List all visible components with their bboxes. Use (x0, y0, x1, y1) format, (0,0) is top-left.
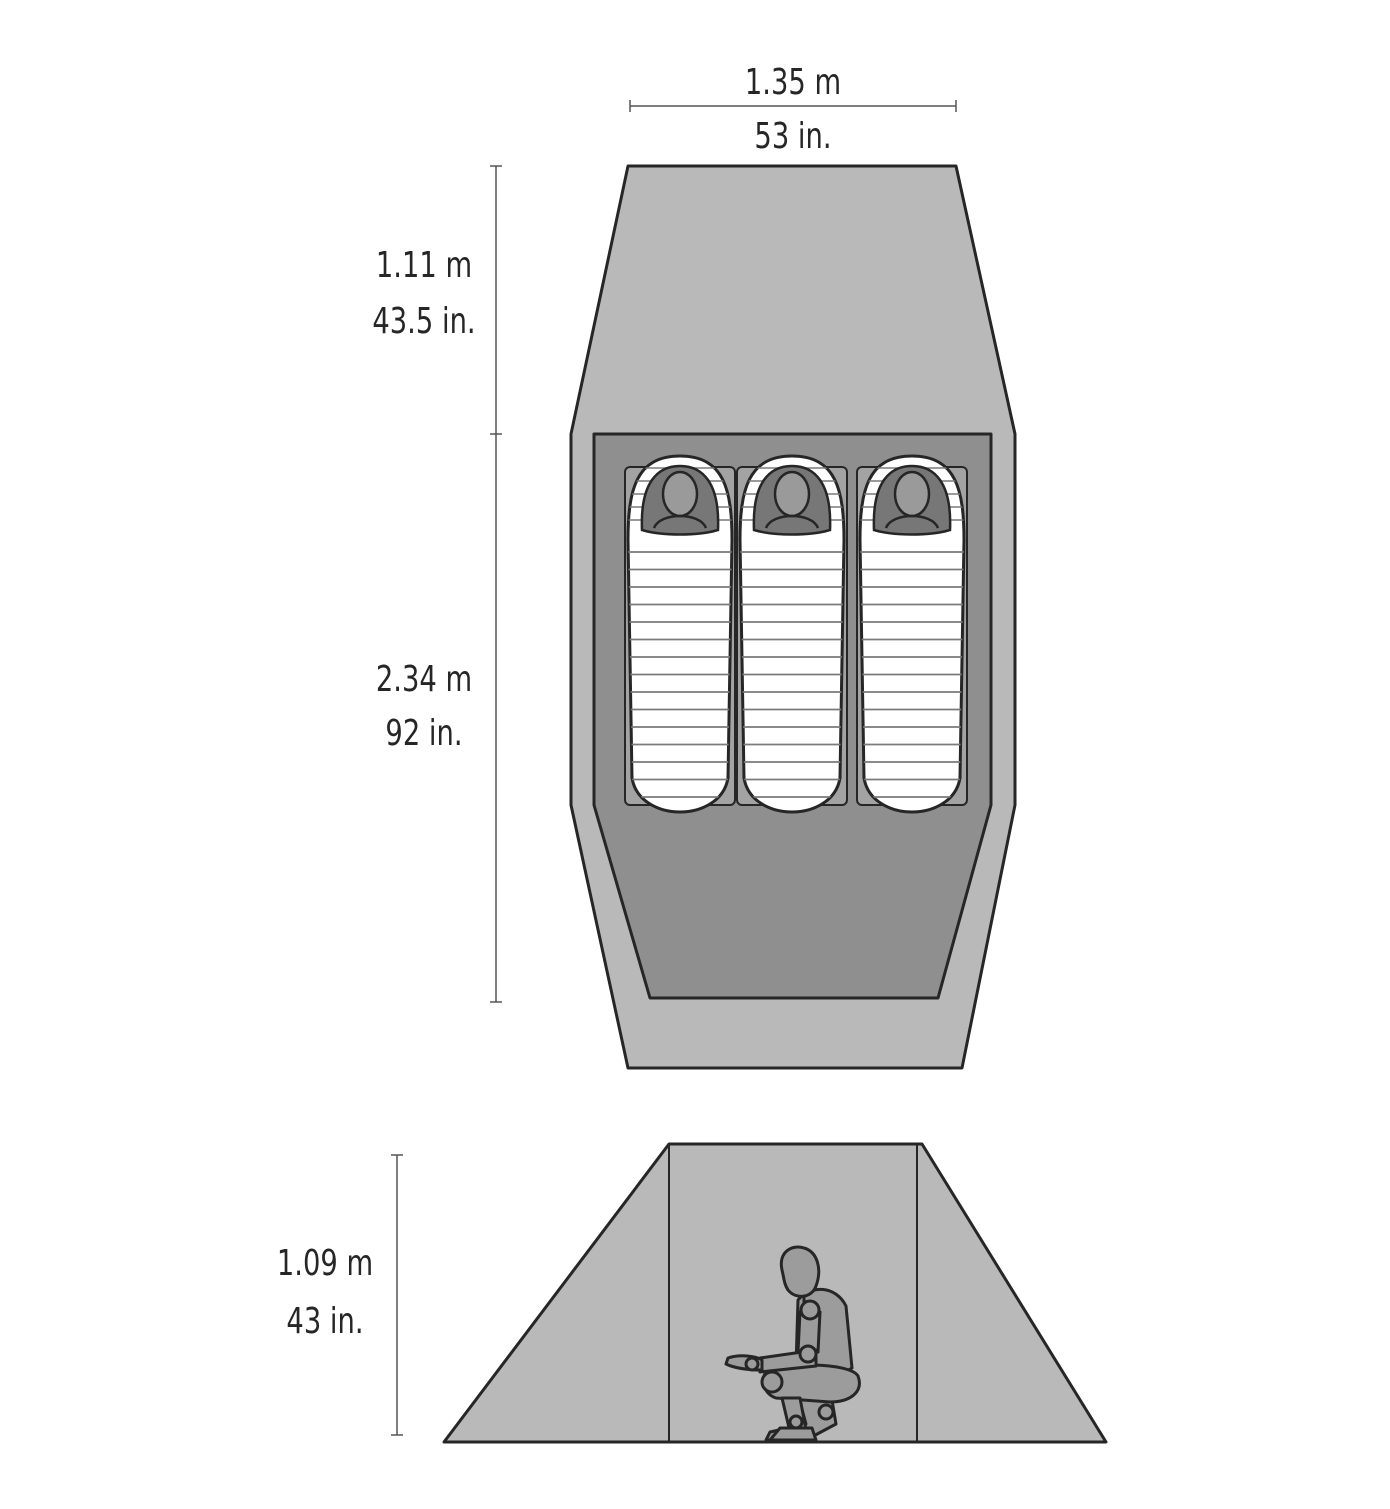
vestibule-metric-label: 1.11 m (376, 243, 472, 286)
figure-foot (768, 1426, 818, 1442)
width-metric-label: 1.35 m (745, 60, 841, 103)
sleeper-head (773, 470, 811, 518)
figure-head (779, 1245, 821, 1298)
figure-ankle-joint (788, 1414, 804, 1430)
width-imperial-label: 53 in. (754, 114, 831, 157)
tent-side-view (442, 1142, 1108, 1444)
length-dimensions: 1.11 m 43.5 in. 2.34 m 92 in. (372, 165, 502, 1003)
height-metric-label: 1.09 m (277, 1241, 373, 1284)
crouching-figure (724, 1245, 861, 1442)
occupant-3 (856, 454, 968, 814)
figure-shoulder-joint (799, 1299, 821, 1321)
sleeper-head (893, 470, 931, 518)
sleeper-shoulders (652, 514, 708, 529)
floor-length-metric-label: 2.34 m (376, 657, 472, 700)
figure-knee-joint (817, 1403, 835, 1421)
height-dimension: 1.09 m 43 in. (277, 1154, 403, 1436)
sleeping-pads (624, 454, 968, 814)
figure-wrist-joint (744, 1356, 760, 1372)
tent-top-view (569, 164, 1017, 1070)
side-profile (442, 1142, 1108, 1444)
floor-length-imperial-label: 92 in. (385, 711, 462, 754)
sleeper-head (661, 470, 699, 518)
figure-elbow-joint (798, 1344, 818, 1364)
occupant-1 (624, 454, 736, 814)
sleeper-shoulders (764, 514, 820, 529)
width-dimension: 1.35 m 53 in. (629, 60, 957, 157)
vestibule-imperial-label: 43.5 in. (372, 299, 475, 342)
sleeper-shoulders (884, 514, 940, 529)
occupant-2 (736, 454, 848, 814)
height-imperial-label: 43 in. (286, 1299, 363, 1342)
figure-hip-joint (760, 1370, 784, 1394)
